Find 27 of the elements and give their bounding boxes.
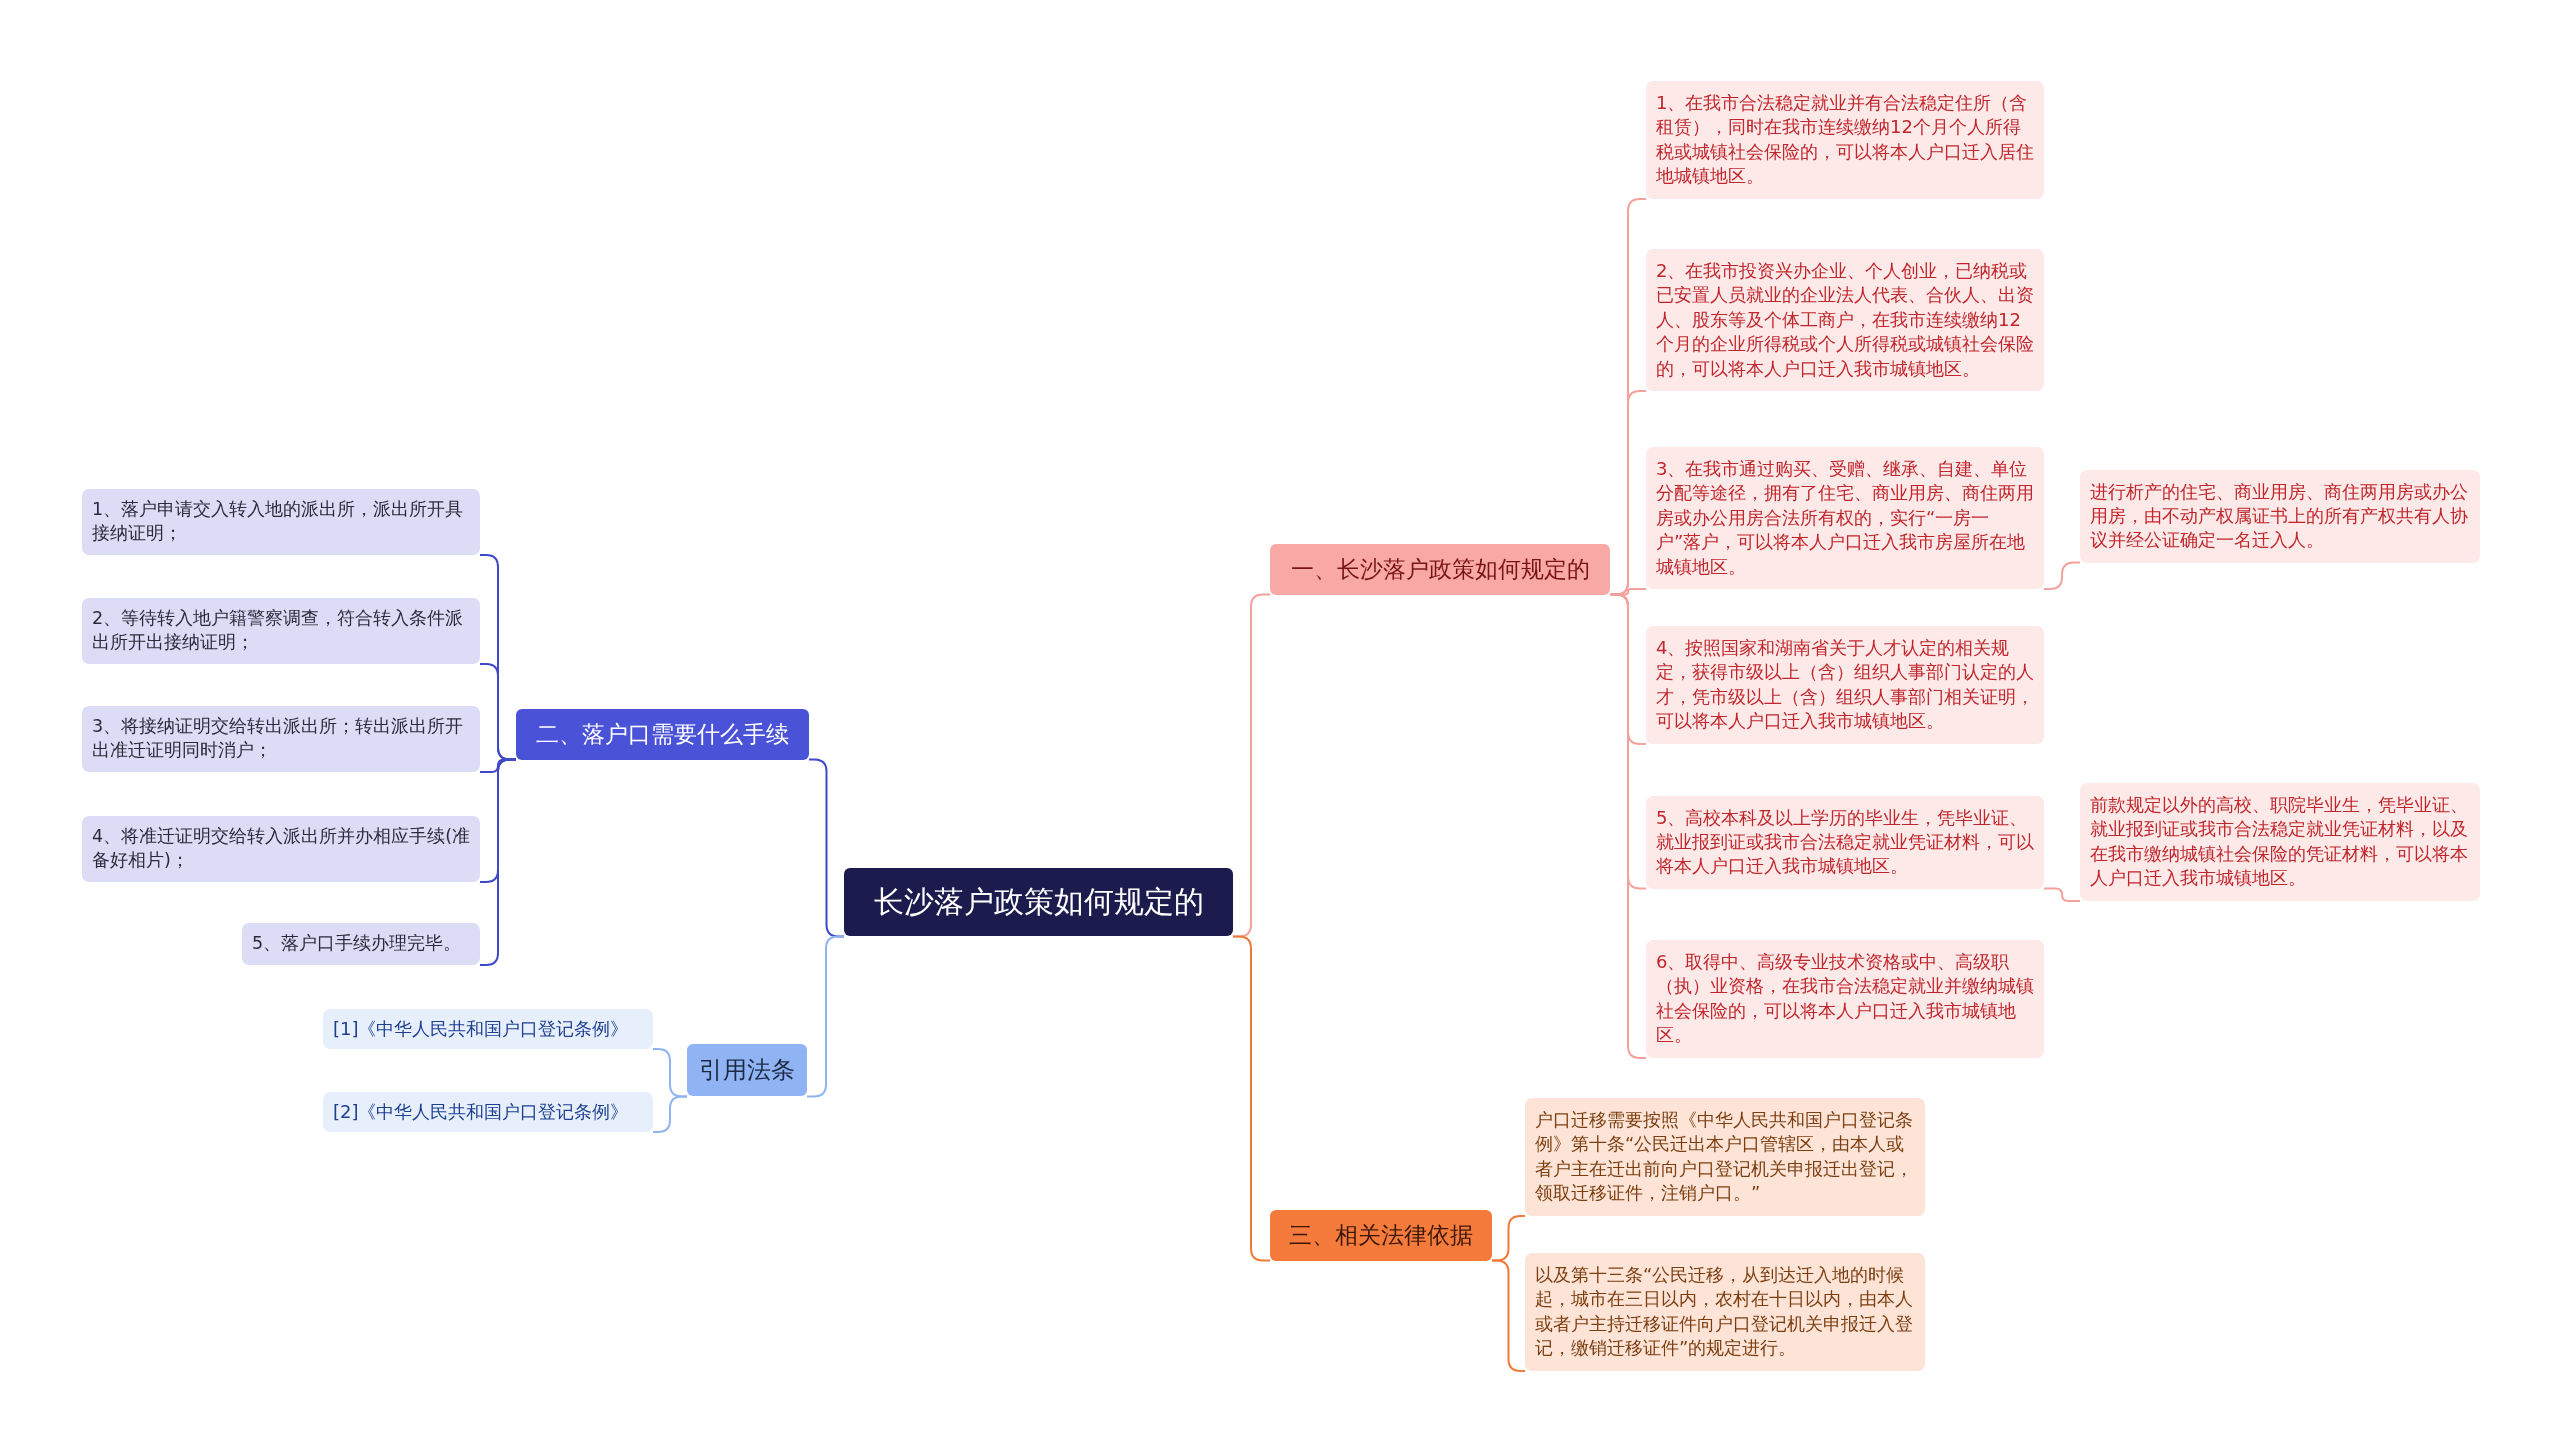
subtopic-card: 1、落户申请交入转入地的派出所，派出所开具接纳证明；	[82, 489, 480, 555]
connector-line	[806, 935, 845, 1098]
reference-card: [2]《中华人民共和国户口登记条例》	[323, 1092, 653, 1133]
subtopic-card: 2、等待转入地户籍警察调查，符合转入条件派出所开出接纳证明；	[82, 598, 480, 664]
subtopic-card: 3、在我市通过购买、受赠、继承、自建、单位分配等途径，拥有了住宅、商业用房、商住两用房或办公用房合法所有权的，实行“一房一户”落户，可以将本人户口迁入我市房屋所在地城镇地区。	[1646, 447, 2044, 590]
subtopic-card: 4、按照国家和湖南省关于人才认定的相关规定，获得市级以上（含）组织人事部门认定的人才，凭市级以上（含）组织人事部门相关证明，可以将本人户口迁入我市城镇地区。	[1646, 626, 2044, 744]
reference-card: [1]《中华人民共和国户口登记条例》	[323, 1009, 653, 1050]
connector-line	[2043, 887, 2081, 902]
subtopic-card: 前款规定以外的高校、职院毕业生，凭毕业证、就业报到证或我市合法稳定就业凭证材料，以及在我市缴纳城镇社会保险的凭证材料，可以将本人户口迁入我市城镇地区。	[2080, 783, 2480, 901]
central-topic: 长沙落户政策如何规定的	[844, 867, 1233, 937]
subtopic-card: 4、将准迁证明交给转入派出所并办相应手续(准备好相片)；	[82, 816, 480, 882]
connector-line	[1232, 935, 1271, 1262]
subtopic-card: 户口迁移需要按照《中华人民共和国户口登记条例》第十条“公民迁出本户口管辖区，由本人或者户主在迁出前向户口登记机关申报迁出登记，领取迁移证件，注销户口。”	[1525, 1098, 1925, 1216]
subtopic-card: 5、高校本科及以上学历的毕业生，凭毕业证、就业报到证或我市合法稳定就业凭证材料，可以将本人户口迁入我市城镇地区。	[1646, 795, 2044, 889]
subtopic-card: 2、在我市投资兴办企业、个人创业，已纳税或已安置人员就业的企业法人代表、合伙人、出资人、股东等及个体工商户，在我市连续缴纳12个月的企业所得税或个人所得税或城镇社会保险的，可以将本人户口迁入我市城镇地区。	[1646, 249, 2044, 392]
branch-topic: 引用法条	[687, 1043, 807, 1097]
connector-line	[652, 1095, 688, 1133]
subtopic-card: 进行析产的住宅、商业用房、商住两用房或办公用房，由不动产权属证书上的所有产权共有人协议并经公证确定一名迁入人。	[2080, 469, 2480, 563]
branch-topic: 二、落户口需要什么手续	[516, 708, 809, 760]
subtopic-card: 3、将接纳证明交给转出派出所；转出派出所开出准迁证明同时消户；	[82, 706, 480, 772]
subtopic-card: 5、落户口手续办理完毕。	[242, 923, 480, 965]
subtopic-card: 以及第十三条“公民迁移，从到达迁入地的时候起，城市在三日以内，农村在十日以内，由本人或者户主持迁移证件向户口登记机关申报迁入登记，缴销迁移证件”的规定进行。	[1525, 1253, 1925, 1371]
branch-topic: 三、相关法律依据	[1270, 1209, 1492, 1261]
subtopic-card: 1、在我市合法稳定就业并有合法稳定住所（含租赁），同时在我市连续缴纳12个月个人所得税或城镇社会保险的，可以将本人户口迁入居住地城镇地区。	[1646, 81, 2044, 199]
connector-line	[2043, 561, 2081, 590]
subtopic-card: 6、取得中、高级专业技术资格或中、高级职（执）业资格，在我市合法稳定就业并缴纳城镇社会保险的，可以将本人户口迁入我市城镇地区。	[1646, 940, 2044, 1058]
branch-topic: 一、长沙落户政策如何规定的	[1270, 543, 1610, 595]
